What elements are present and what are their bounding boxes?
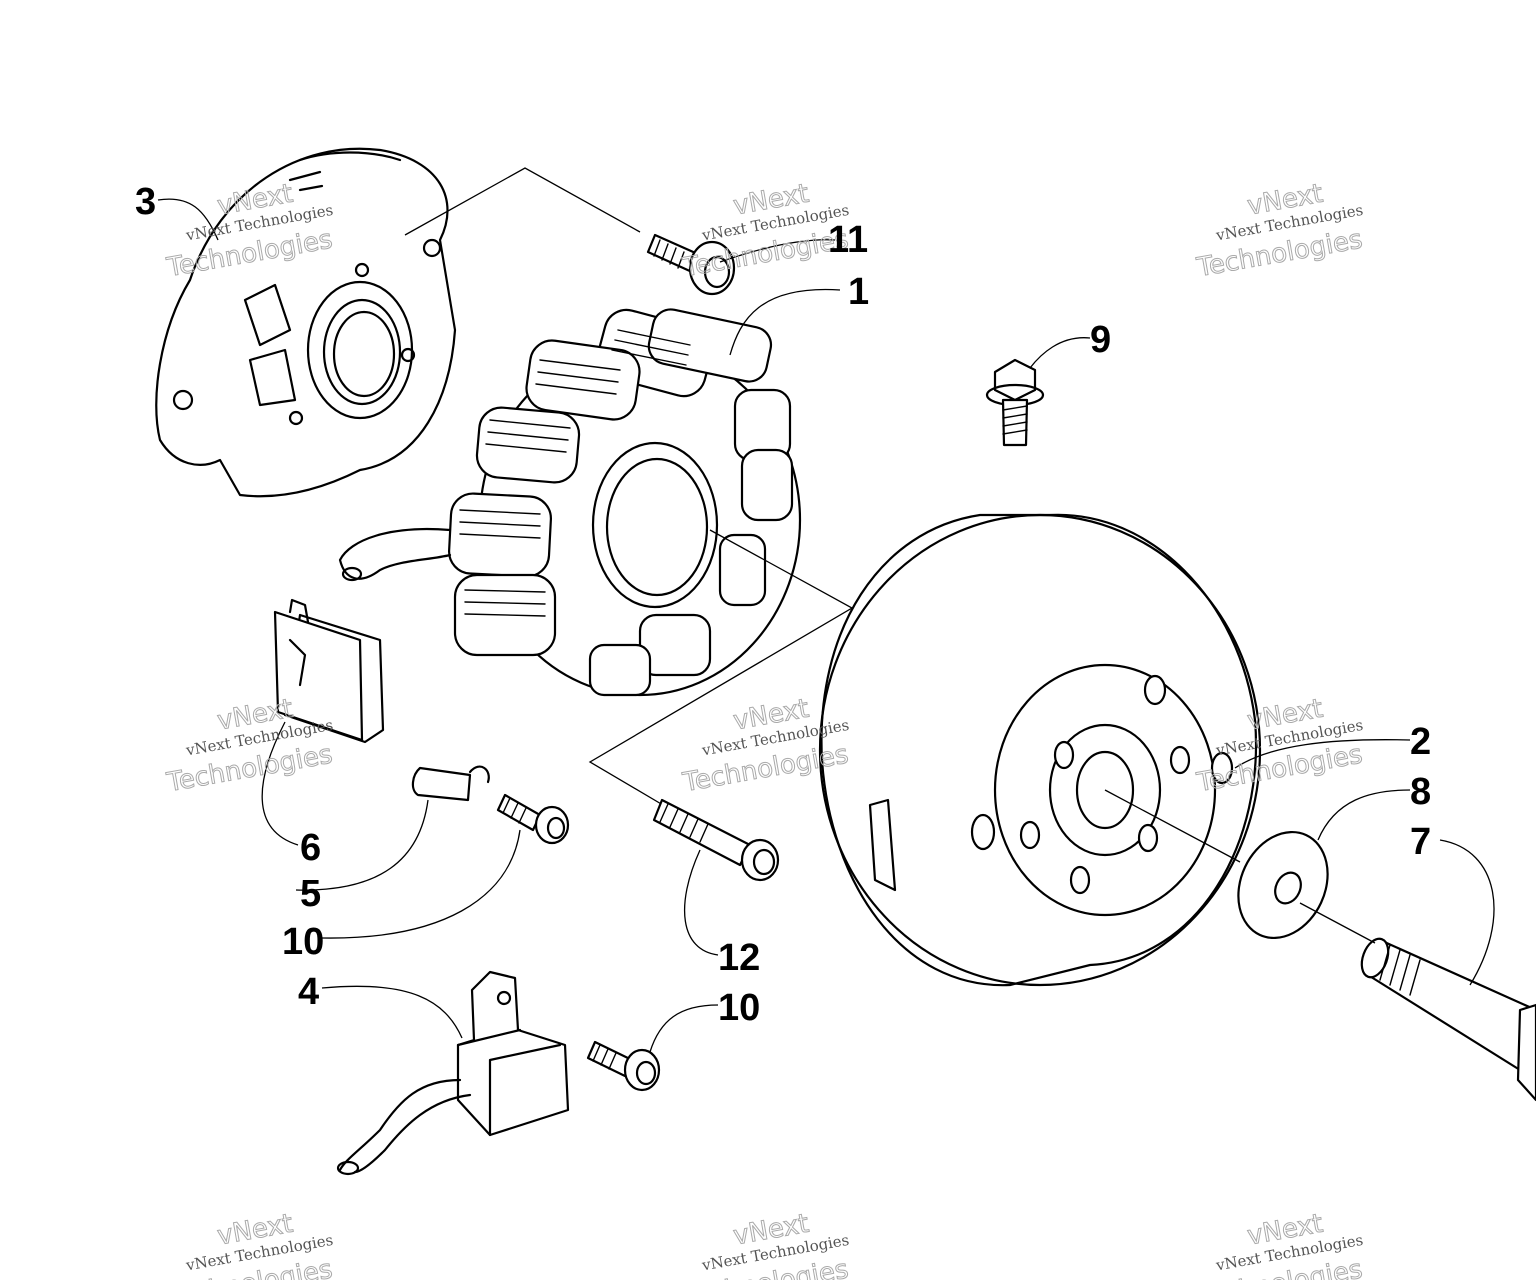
leader-lines (157, 198, 1495, 1053)
watermark: vNext vNext Technologies Technologies (680, 1208, 852, 1280)
part-clip-5 (411, 765, 490, 802)
callout-label: 11 (828, 219, 868, 261)
callout-label: 3 (135, 181, 156, 223)
part-housing-plate (155, 147, 457, 498)
part-pad-6 (273, 598, 385, 744)
callout-label: 12 (718, 937, 760, 979)
watermark: vNext vNext Technologies Technologies (1194, 1208, 1366, 1280)
part-hex-bolt-9 (985, 358, 1045, 447)
callout-label: 10 (718, 987, 760, 1029)
callout-label: 7 (1410, 821, 1431, 863)
callout-label: 5 (300, 873, 321, 915)
callout-labels: 3 11 1 9 6 5 10 12 4 10 2 8 7 (135, 181, 1431, 1029)
assembly-bracket-bottom (588, 529, 854, 809)
part-bolt-10-upper (496, 793, 570, 845)
callout-label: 2 (1410, 721, 1431, 763)
axis-line (1104, 789, 1376, 944)
part-pickup-sensor-4 (336, 970, 570, 1176)
callout-label: 8 (1410, 771, 1431, 813)
part-flywheel-2 (818, 513, 1262, 987)
callout-label: 4 (298, 971, 319, 1013)
callout-label: 6 (300, 827, 321, 869)
callout-label: 10 (282, 921, 324, 963)
part-bolt-10-lower (586, 1040, 661, 1092)
part-bolt-11 (646, 233, 736, 296)
watermark: vNext vNext Technologies Technologies (1194, 178, 1366, 284)
watermark: vNext vNext Technologies Technologies (164, 1208, 336, 1280)
callout-label: 1 (848, 271, 869, 313)
part-flywheel-bolt-7 (1360, 937, 1536, 1102)
callout-label: 9 (1090, 319, 1111, 361)
part-bolt-12 (652, 798, 780, 882)
assembly-bracket-top (404, 167, 641, 236)
part-washer-8 (1237, 830, 1329, 940)
part-stator-coil (338, 308, 802, 697)
